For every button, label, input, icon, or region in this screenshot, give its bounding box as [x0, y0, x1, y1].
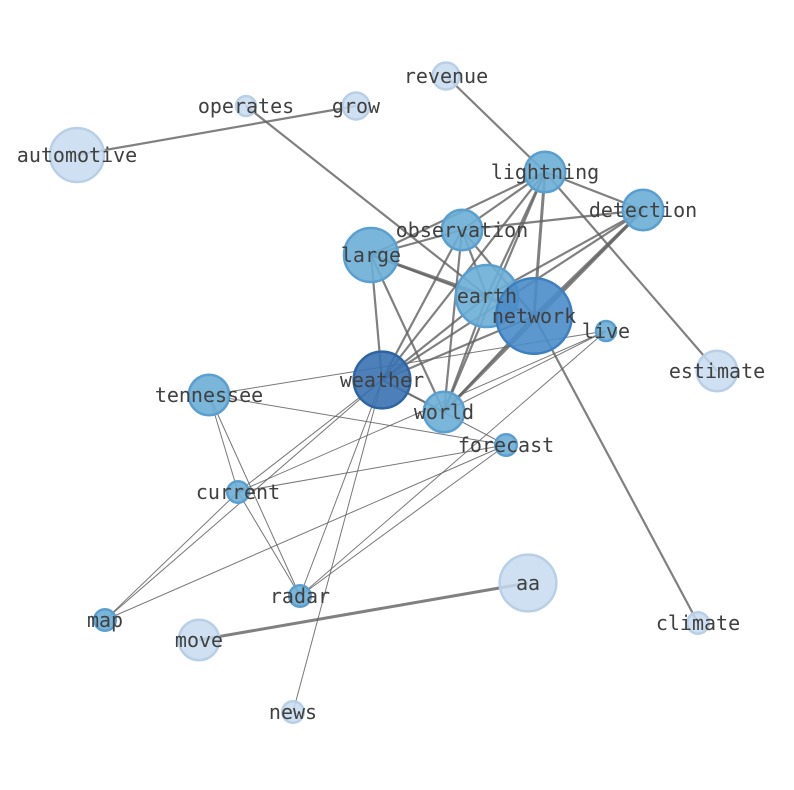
- edge-revenue-lightning: [445, 75, 546, 173]
- node-radar[interactable]: [287, 583, 313, 609]
- node-label-climate: climate: [656, 611, 740, 635]
- node-label-lightning: lightning: [491, 160, 599, 184]
- nodes-layer: [48, 61, 739, 725]
- node-network[interactable]: [494, 276, 574, 356]
- node-label-current: current: [196, 480, 280, 504]
- edge-live-current: [237, 330, 607, 493]
- edge-network-climate: [533, 315, 699, 624]
- node-label-large: large: [341, 243, 401, 267]
- node-label-map: map: [87, 608, 123, 632]
- node-tennessee[interactable]: [187, 373, 231, 417]
- edge-weather-current: [237, 379, 383, 493]
- node-climate[interactable]: [685, 610, 711, 636]
- edge-forecast-radar: [299, 444, 507, 597]
- node-label-operates: operates: [198, 94, 294, 118]
- node-revenue[interactable]: [431, 61, 461, 91]
- edge-current-map: [104, 491, 239, 621]
- node-aa[interactable]: [498, 553, 558, 613]
- node-label-automotive: automotive: [17, 143, 137, 167]
- edge-tennessee-radar: [208, 394, 301, 597]
- node-observation[interactable]: [440, 208, 484, 252]
- edge-detection-observation: [461, 208, 644, 232]
- node-news[interactable]: [280, 699, 306, 725]
- node-grow[interactable]: [341, 91, 371, 121]
- node-detection[interactable]: [621, 188, 665, 232]
- edge-tennessee-forecast: [208, 394, 507, 446]
- node-label-observation: observation: [396, 218, 528, 242]
- edge-live-radar: [299, 330, 607, 597]
- node-map[interactable]: [92, 607, 118, 633]
- node-live[interactable]: [594, 319, 618, 343]
- node-large[interactable]: [342, 226, 400, 284]
- node-estimate[interactable]: [695, 349, 739, 393]
- node-label-detection: detection: [589, 198, 697, 222]
- node-move[interactable]: [177, 618, 221, 662]
- edge-forecast-current: [237, 444, 507, 493]
- edge-move-aa: [198, 581, 529, 642]
- edge-current-radar: [237, 491, 301, 597]
- node-label-aa: aa: [516, 571, 540, 595]
- node-label-weather: weather: [340, 368, 424, 392]
- labels-layer: revenue operates grow automotive lightning de…: [17, 64, 765, 724]
- node-label-move: move: [175, 628, 223, 652]
- node-label-grow: grow: [332, 94, 381, 118]
- edge-forecast-map: [104, 444, 507, 621]
- node-label-live: live: [582, 319, 630, 343]
- node-weather[interactable]: [352, 350, 412, 410]
- node-label-revenue: revenue: [404, 64, 488, 88]
- node-label-estimate: estimate: [669, 359, 765, 383]
- edge-large-world: [370, 254, 445, 413]
- edge-live-world: [443, 330, 607, 413]
- node-label-network: network: [492, 304, 576, 328]
- edge-lightning-estimate: [544, 171, 718, 372]
- node-lightning[interactable]: [523, 150, 567, 194]
- node-label-news: news: [269, 700, 317, 724]
- node-forecast[interactable]: [493, 432, 519, 458]
- node-label-earth: earth: [457, 284, 517, 308]
- node-automotive[interactable]: [48, 126, 106, 184]
- node-label-world: world: [414, 400, 474, 424]
- edge-observation-world: [442, 229, 464, 413]
- node-label-radar: radar: [270, 584, 330, 608]
- node-label-tennessee: tennessee: [155, 383, 263, 407]
- node-world[interactable]: [422, 390, 466, 434]
- node-label-forecast: forecast: [458, 433, 554, 457]
- node-operates[interactable]: [234, 94, 258, 118]
- edge-automotive-grow: [76, 104, 357, 157]
- edge-operates-earth: [245, 105, 488, 297]
- edge-weather-radar: [299, 379, 383, 597]
- node-current[interactable]: [225, 479, 251, 505]
